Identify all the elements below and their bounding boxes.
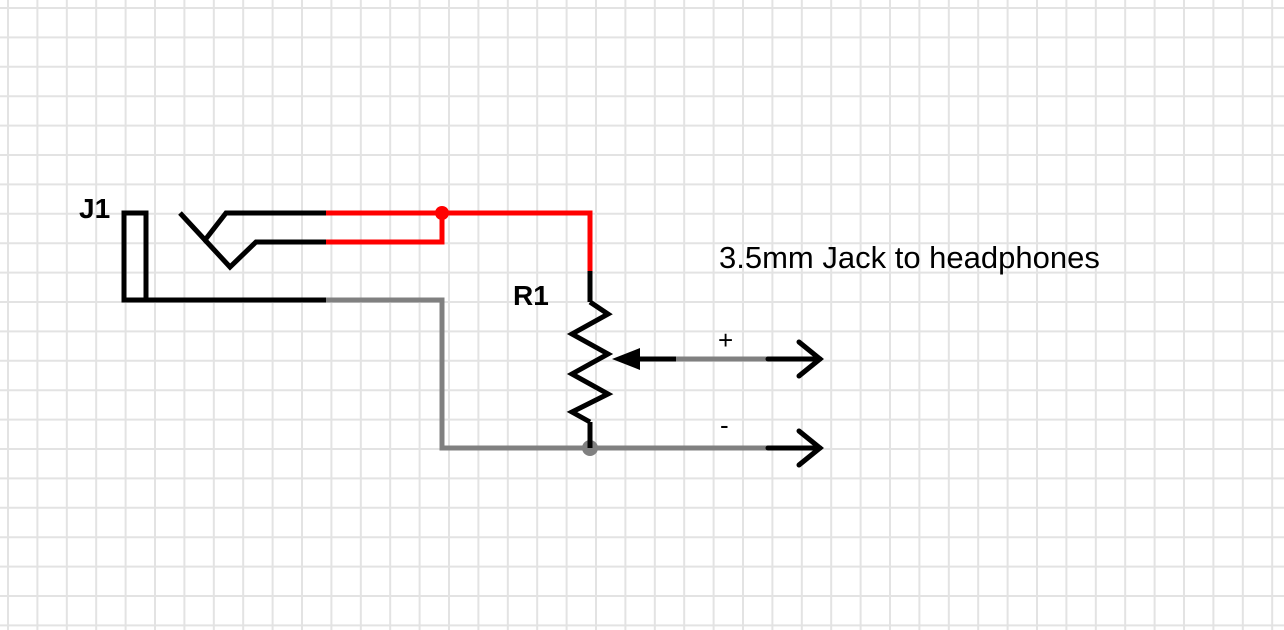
output-arrows [765,339,824,468]
ring-wire [326,213,445,245]
wiper-arrow-icon [612,348,640,370]
jack-sleeve-body [121,210,149,303]
jack-label: J1 [79,193,110,224]
signal-wires [326,210,593,271]
minus-label: - [720,410,729,440]
resistor-label: R1 [513,280,549,311]
jack-tip-contact [178,210,326,244]
minus-arrow-icon [796,428,824,468]
plus-label: + [718,325,733,355]
resistor-zigzag [566,299,614,425]
plus-arrow-icon [796,339,824,379]
sleeve-wire [326,297,768,451]
jack-ring-contact [203,238,326,271]
description-text: 3.5mm Jack to headphones [719,240,1100,275]
ground-wires [326,297,768,451]
tip-wire [326,210,593,271]
signal-junction-dot [435,206,449,220]
jack-j1 [121,210,326,303]
